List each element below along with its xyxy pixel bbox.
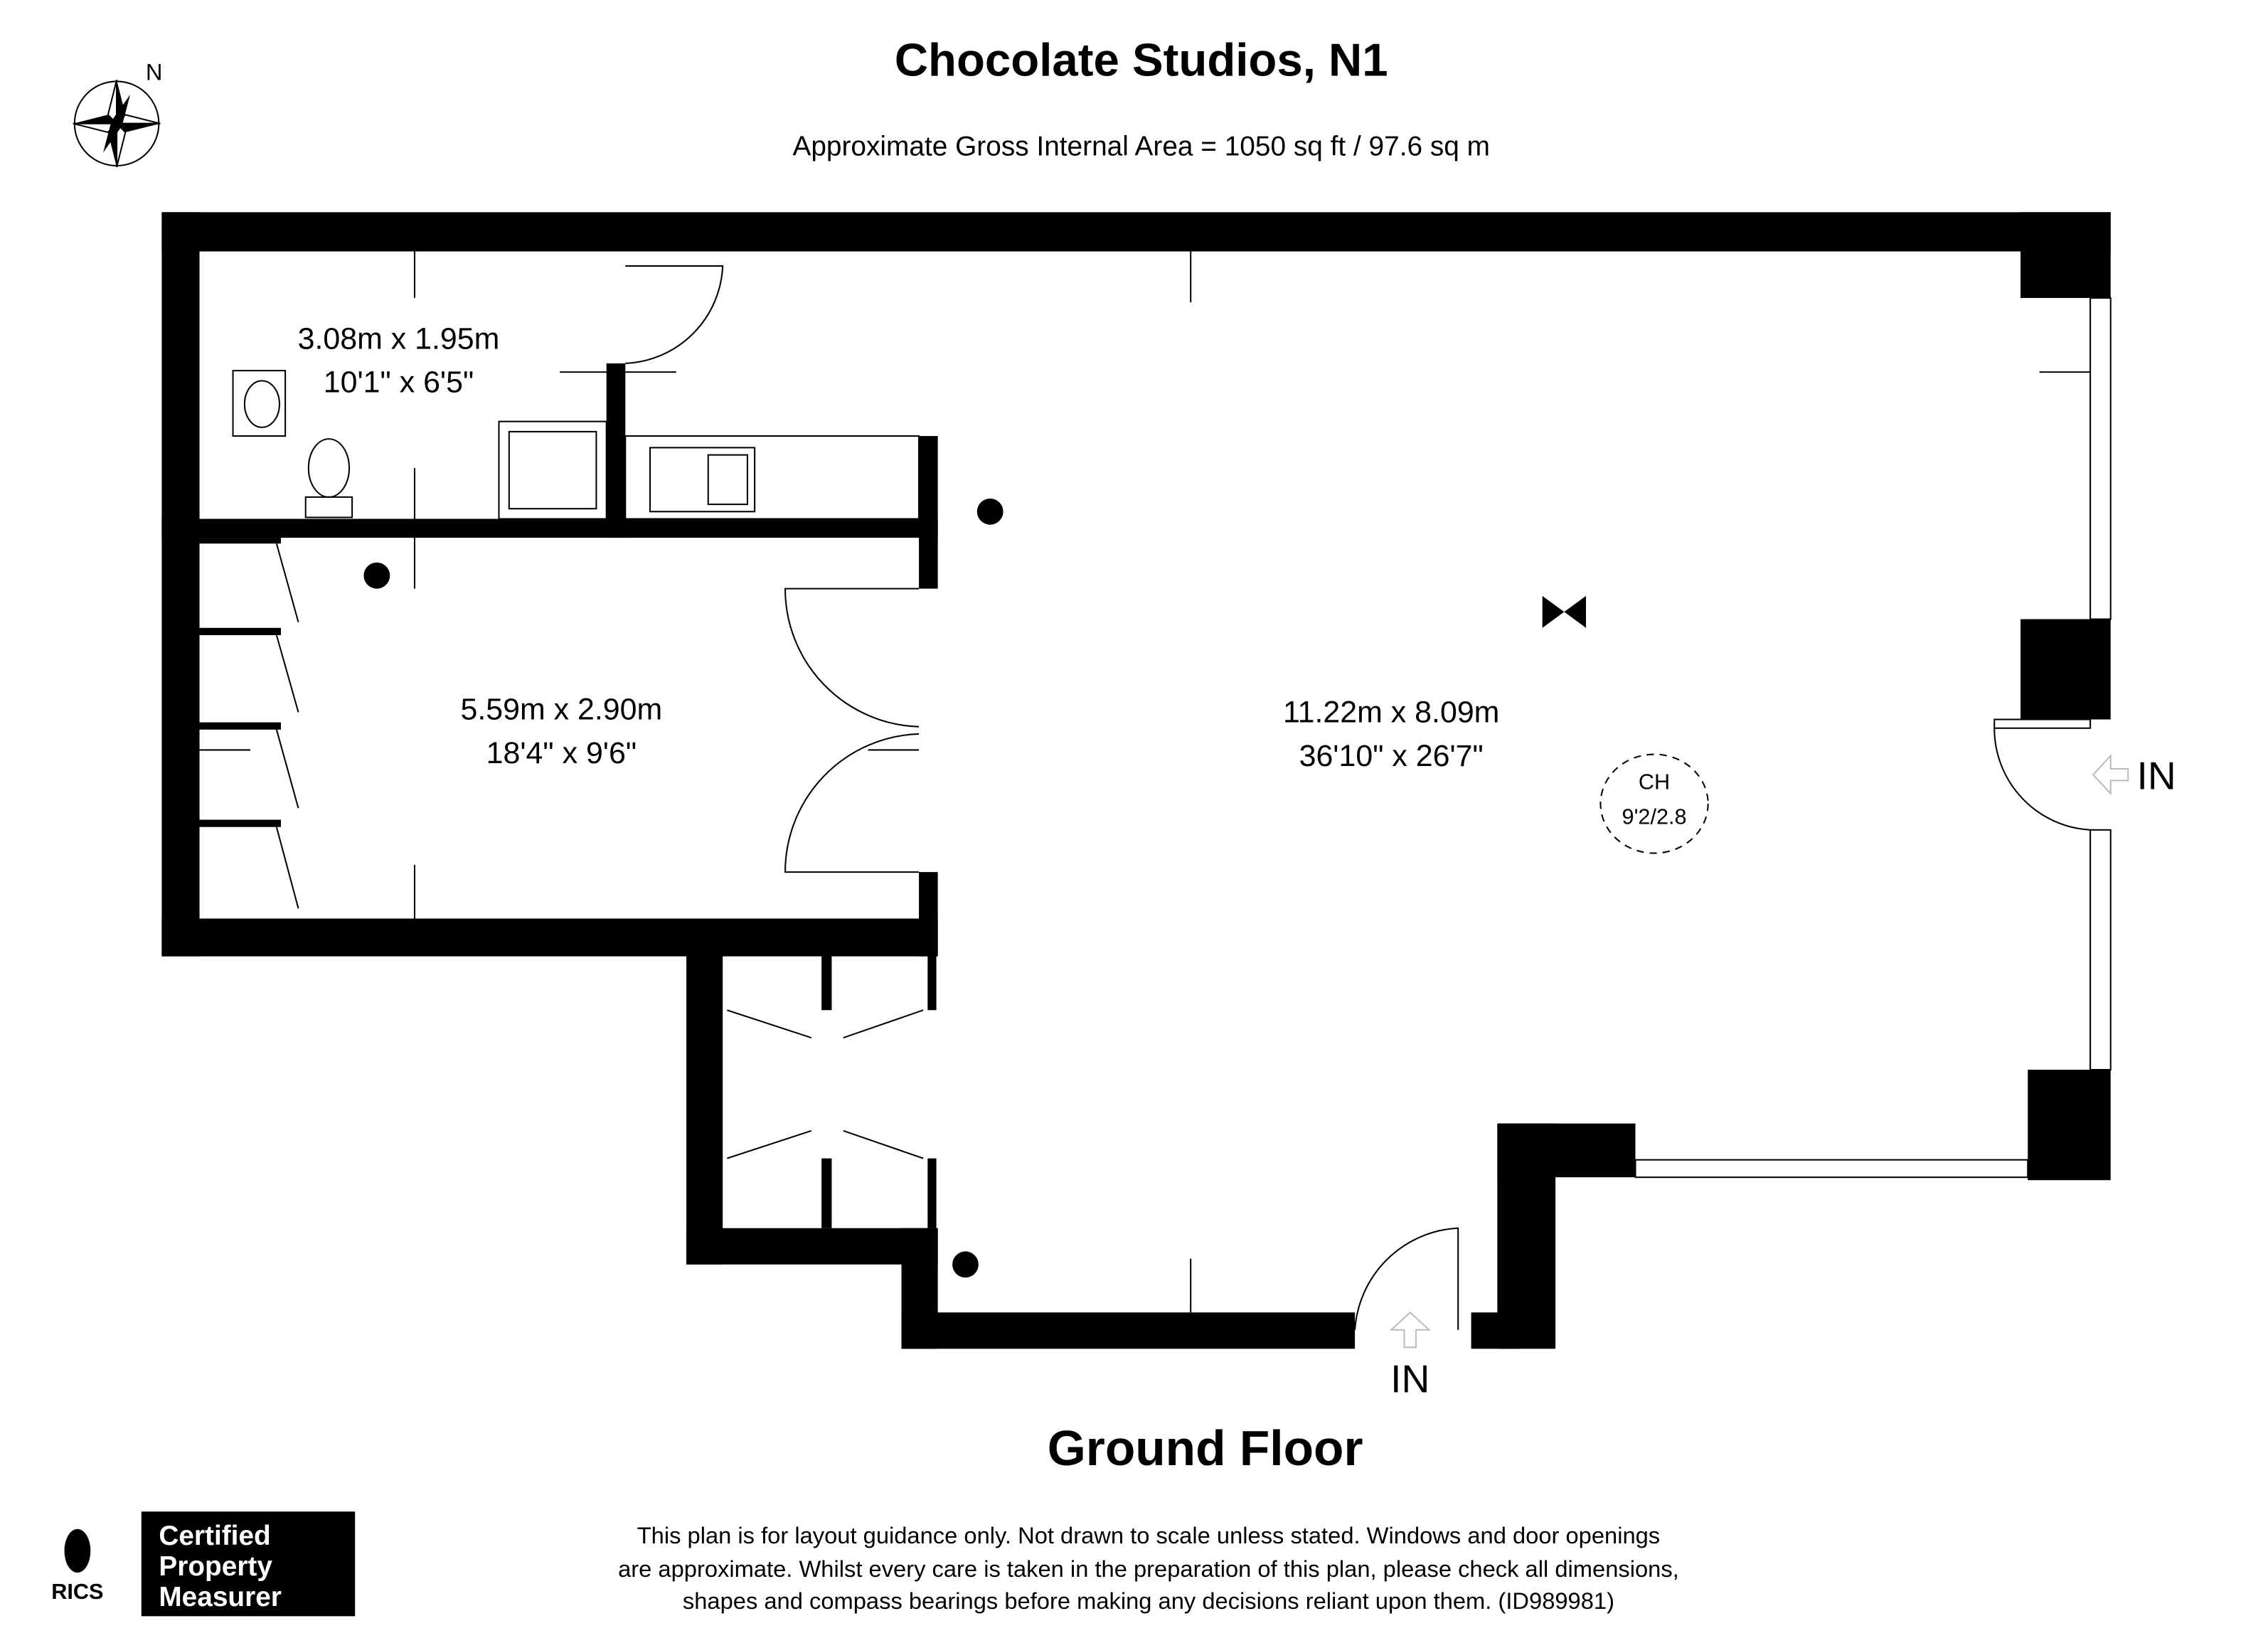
disclaimer-line-2: are approximate. Whilst every care is ta…	[618, 1555, 1679, 1582]
disclaimer-line-3: shapes and compass bearings before makin…	[683, 1588, 1614, 1614]
windows	[1634, 297, 2112, 1179]
entrance-label-right: IN	[2137, 754, 2176, 798]
basin-icon	[232, 370, 287, 437]
floor-label: Ground Floor	[1048, 1420, 1363, 1476]
entrance-arrow-right-icon	[2092, 753, 2129, 796]
gross-area: Approximate Gross Internal Area = 1050 s…	[792, 132, 1490, 162]
bedroom-dimensions-imperial: 18'4" x 9'6"	[486, 736, 637, 770]
sink-icon	[649, 447, 756, 513]
badge-line-3: Measurer	[159, 1582, 282, 1612]
badge-line-1: Certified	[159, 1521, 270, 1551]
compass-icon	[73, 80, 161, 168]
svg-text:RICS: RICS	[51, 1580, 103, 1604]
bathroom-dimensions-metric: 3.08m x 1.95m	[298, 321, 500, 356]
doors	[275, 265, 2091, 1330]
bathroom-dimensions-imperial: 10'1" x 6'5"	[324, 366, 474, 400]
living-dimensions-metric: 11.22m x 8.09m	[1283, 696, 1499, 730]
ceiling-height-marker: CH 9'2/2.8	[1599, 753, 1709, 854]
walls	[161, 212, 2111, 1349]
compass-north-label: N	[146, 58, 163, 85]
living-dimensions-imperial: 36'10" x 26'7"	[1299, 739, 1484, 773]
entrance-arrow-bottom-icon	[1389, 1311, 1431, 1349]
shower-tray-icon	[498, 420, 607, 520]
dimension-arrows	[199, 251, 2091, 1313]
certified-measurer-badge	[141, 1511, 356, 1617]
ceiling-height-label: CH	[1639, 770, 1670, 794]
entrance-label-bottom: IN	[1390, 1357, 1430, 1401]
ceiling-height-value: 9'2/2.8	[1622, 805, 1687, 829]
badge-line-2: Property	[159, 1551, 272, 1582]
fixtures	[232, 370, 1587, 1278]
plan-title: Chocolate Studios, N1	[895, 33, 1388, 85]
rics-logo: RICS	[51, 1528, 104, 1604]
disclaimer-line-1: This plan is for layout guidance only. N…	[637, 1522, 1660, 1548]
kitchen-counter	[624, 435, 920, 520]
bedroom-dimensions-metric: 5.59m x 2.90m	[460, 693, 662, 727]
toilet-icon	[307, 438, 351, 498]
